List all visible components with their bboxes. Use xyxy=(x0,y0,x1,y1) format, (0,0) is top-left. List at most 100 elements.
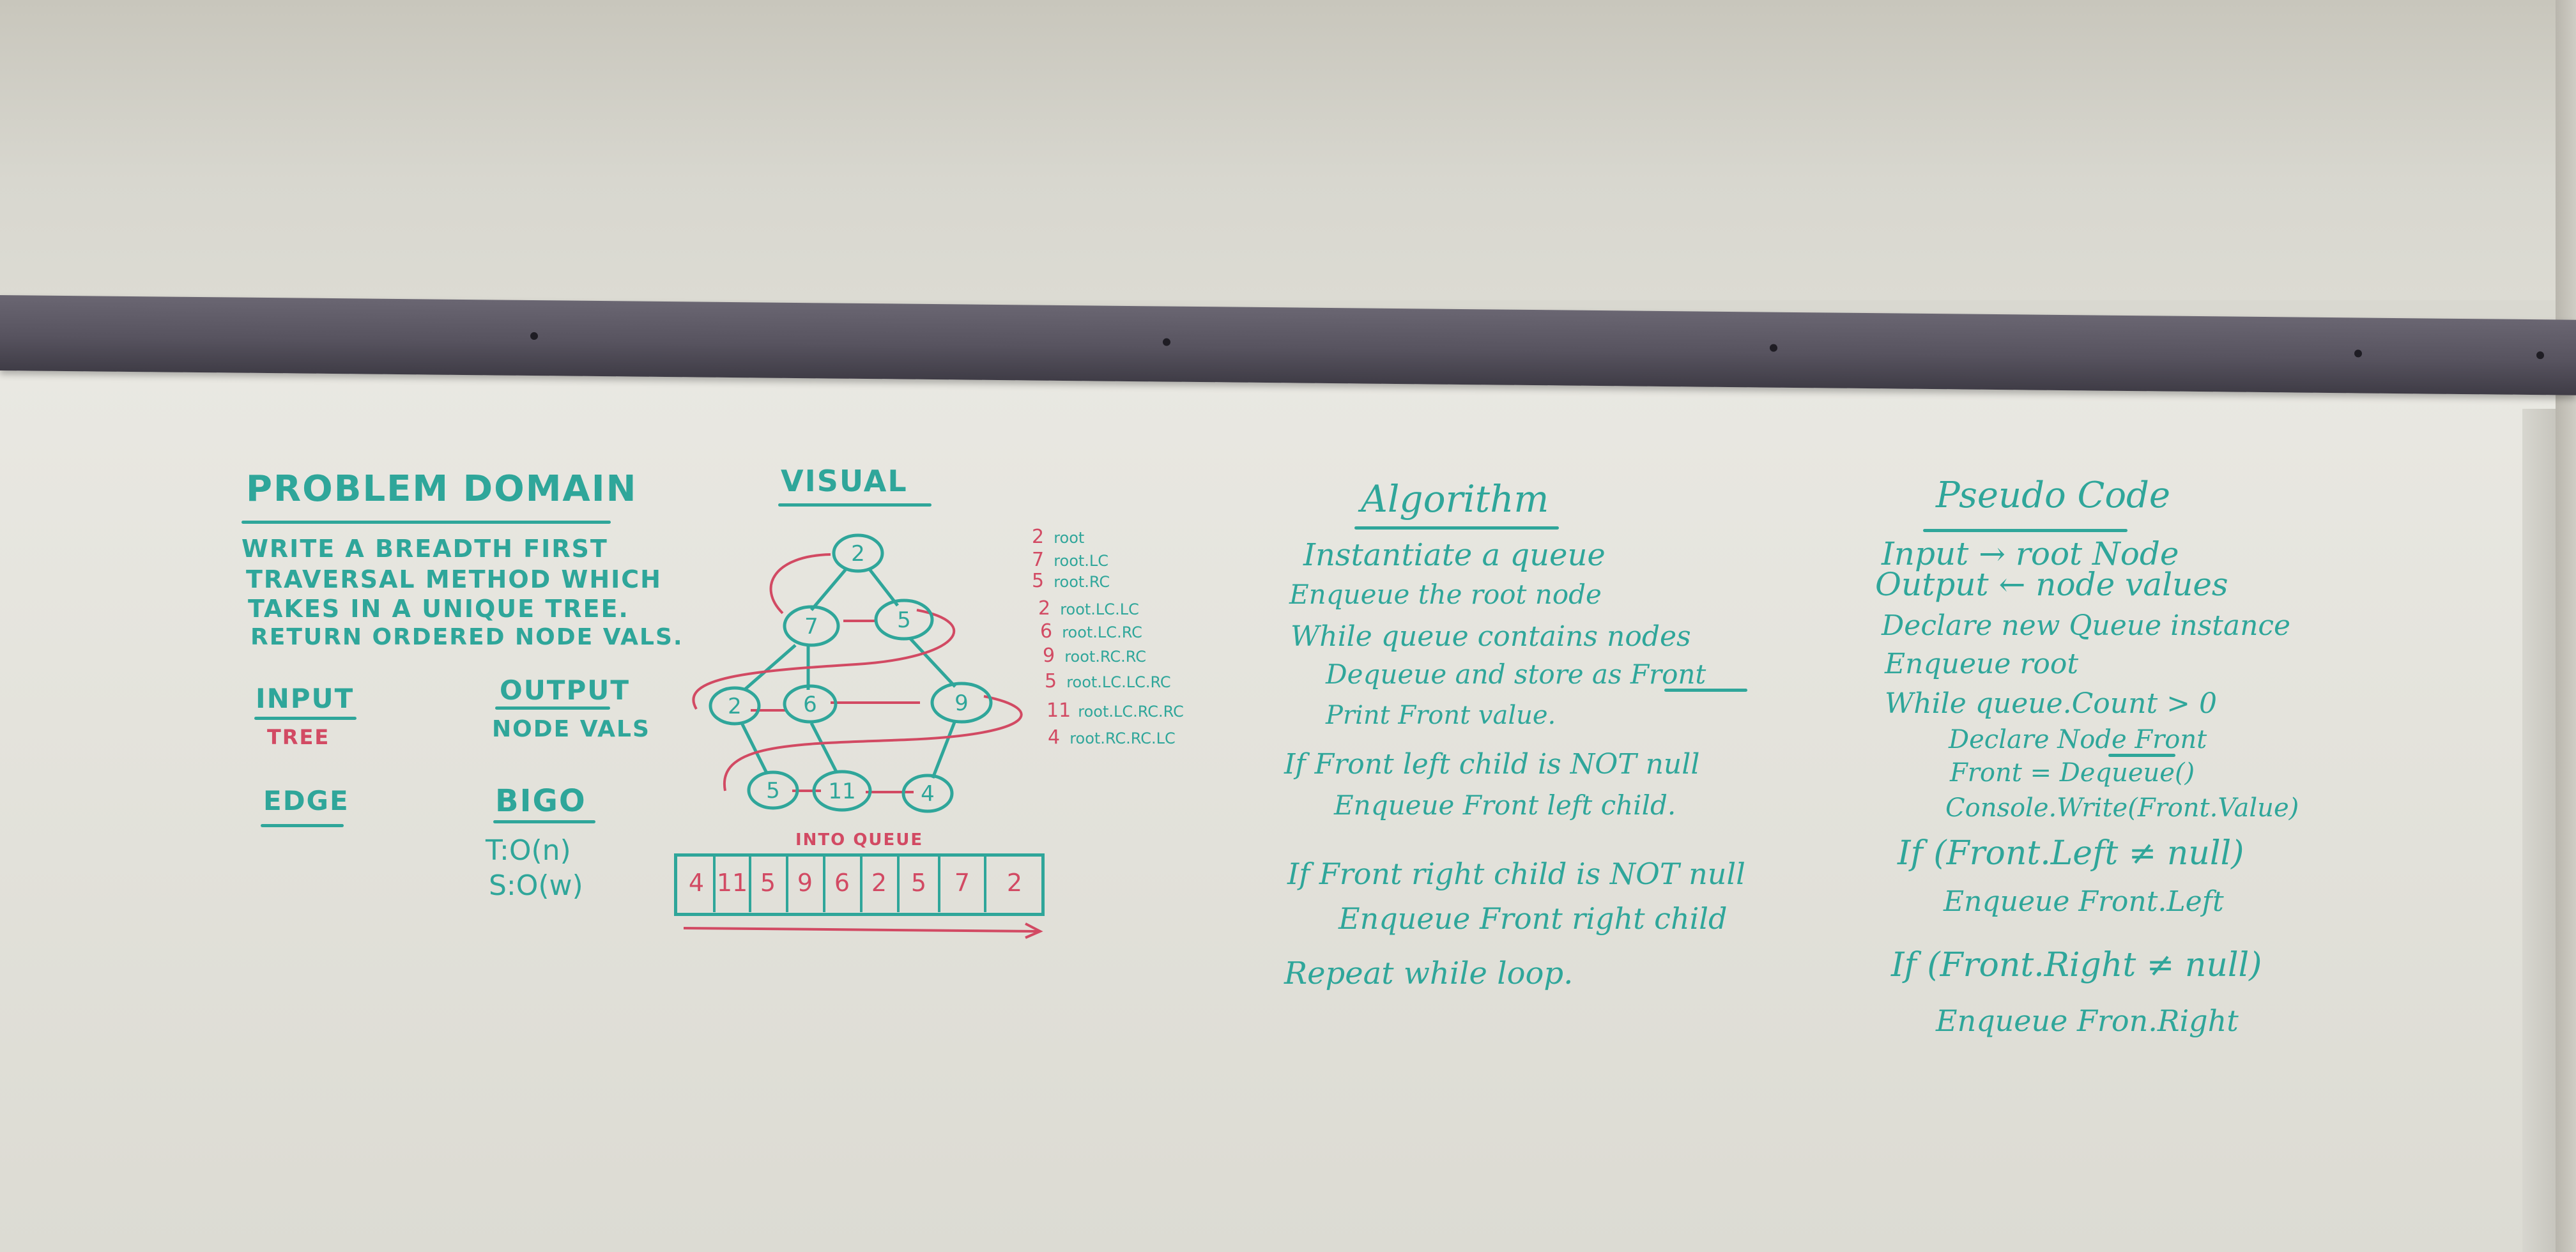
tree-edge xyxy=(743,644,797,691)
tree-node xyxy=(874,599,934,641)
node-path-value: 2 xyxy=(1038,597,1051,620)
algorithm-line: Dequeue and store as Front xyxy=(1326,659,1706,690)
pseudo-code-line: Declare Node Front xyxy=(1949,725,2207,754)
tree-edge xyxy=(931,720,957,779)
node-path-row: 6 root.LC.RC xyxy=(1040,622,1142,641)
node-path-text: root.RC xyxy=(1054,573,1110,591)
tree-node xyxy=(901,774,954,813)
queue-cell: 4 xyxy=(688,869,705,897)
node-path-value: 5 xyxy=(1032,570,1045,592)
tree-node-label: 11 xyxy=(828,779,855,804)
queue-cell: 2 xyxy=(1006,869,1023,897)
node-path-row: 2 root.LC.LC xyxy=(1038,599,1139,618)
queue-cell: 11 xyxy=(716,869,748,897)
tree-node-label: 2 xyxy=(728,694,742,719)
tree-node-label: 7 xyxy=(804,614,818,639)
front-underline xyxy=(1664,689,1747,692)
node-path-row: 7 root.LC xyxy=(1032,551,1108,570)
node-path-text: root.LC.LC xyxy=(1060,600,1139,618)
tree-node xyxy=(747,770,799,810)
bigo-label: BIGO xyxy=(495,783,586,819)
queue-divider xyxy=(984,855,986,912)
queue-label: INTO QUEUE xyxy=(795,830,924,850)
tree-edge xyxy=(810,567,848,611)
tree-node-label: 6 xyxy=(803,692,817,717)
node-path-value: 5 xyxy=(1045,670,1057,692)
node-path-text: root.RC.RC.LC xyxy=(1070,729,1176,747)
queue-divider xyxy=(897,855,900,912)
pseudo-code-line: Enqueue Front.Left xyxy=(1943,885,2224,918)
traversal-arrow xyxy=(769,553,831,615)
node-path-text: root.RC.RC xyxy=(1064,648,1147,666)
node-path-value: 6 xyxy=(1040,620,1053,643)
pseudo-code-underline xyxy=(1923,529,2128,532)
edge-underline xyxy=(261,824,344,827)
problem-description-line: TRAVERSAL METHOD WHICH xyxy=(246,565,662,593)
tree-node-label: 9 xyxy=(954,691,969,716)
algorithm-line: If Front right child is NOT null xyxy=(1287,857,1745,891)
queue-divider xyxy=(786,855,788,912)
input-underline xyxy=(254,717,356,720)
pseudo-code-line: While queue.Count > 0 xyxy=(1885,687,2217,720)
algorithm-line: Repeat while loop. xyxy=(1284,956,1574,991)
pseudo-code-line: Front = Dequeue() xyxy=(1950,758,2195,788)
problem-description-line: RETURN ORDERED NODE VALS. xyxy=(250,624,684,650)
tree-nodes xyxy=(709,533,993,813)
node-path-value: 7 xyxy=(1032,549,1045,571)
node-path-row: 2 root xyxy=(1032,528,1084,547)
queue-divider xyxy=(749,855,751,912)
pseudo-code-line: Declare new Queue instance xyxy=(1882,609,2291,642)
time-complexity: T:O(n) xyxy=(486,834,571,867)
algorithm-line: Enqueue the root node xyxy=(1289,579,1602,610)
front-underline xyxy=(2108,754,2175,757)
queue-cell: 9 xyxy=(797,869,813,897)
node-path-row: 4 root.RC.RC.LC xyxy=(1048,728,1176,747)
edge-label: EDGE xyxy=(263,785,349,816)
bigo-underline xyxy=(493,820,595,823)
wall xyxy=(0,0,2576,300)
pseudo-input-line: Input → root Node xyxy=(1882,535,2179,572)
node-path-value: 4 xyxy=(1048,726,1061,749)
tree-edges xyxy=(739,567,957,779)
node-path-value: 11 xyxy=(1046,699,1071,722)
node-path-text: root xyxy=(1054,529,1085,547)
tree-node-label: 5 xyxy=(897,607,911,633)
tree-edge xyxy=(909,637,956,688)
visual-heading: VISUAL xyxy=(781,464,908,498)
algorithm-underline xyxy=(1354,526,1559,530)
pseudo-code-line: Console.Write(Front.Value) xyxy=(1945,793,2299,823)
visual-underline xyxy=(778,503,931,507)
queue-divider xyxy=(860,855,862,912)
node-path-text: root.LC.RC xyxy=(1062,623,1142,641)
traversal-arrow xyxy=(692,609,956,710)
tree-node-label: 4 xyxy=(921,781,935,807)
pseudo-code-line: If (Front.Left ≠ null) xyxy=(1897,834,2244,873)
node-path-row: 5 root.LC.LC.RC xyxy=(1045,672,1171,691)
node-path-text: root.LC.LC.RC xyxy=(1066,673,1171,691)
queue-divider xyxy=(713,855,716,912)
input-value: TREE xyxy=(267,725,330,749)
node-path-row: 9 root.RC.RC xyxy=(1043,646,1146,666)
node-path-text: root.LC xyxy=(1054,552,1109,570)
queue-direction-arrowhead xyxy=(1025,922,1043,939)
pseudo-code-line: If (Front.Right ≠ null) xyxy=(1891,946,2262,984)
tree-edge xyxy=(739,721,769,774)
algorithm-line: Print Front value. xyxy=(1326,701,1556,730)
space-complexity: S:O(w) xyxy=(489,869,583,902)
pseudo-code-line: Enqueue Fron.Right xyxy=(1936,1004,2239,1038)
algorithm-line: Enqueue Front left child. xyxy=(1334,790,1676,821)
queue-box xyxy=(674,853,1045,916)
output-underline xyxy=(495,706,610,710)
algorithm-line: While queue contains nodes xyxy=(1291,620,1691,653)
pseudo-output-line: Output ← node values xyxy=(1875,566,2228,603)
node-path-value: 9 xyxy=(1043,645,1055,667)
problem-description-line: TAKES IN A UNIQUE TREE. xyxy=(248,595,629,623)
tree-edge xyxy=(868,567,899,607)
tree-edge xyxy=(809,722,839,774)
node-path-row: 5 root.RC xyxy=(1032,572,1110,591)
queue-cell: 5 xyxy=(910,869,927,897)
algorithm-line: Instantiate a queue xyxy=(1303,537,1606,573)
node-path-value: 2 xyxy=(1032,526,1045,548)
input-label: INPUT xyxy=(256,683,355,714)
